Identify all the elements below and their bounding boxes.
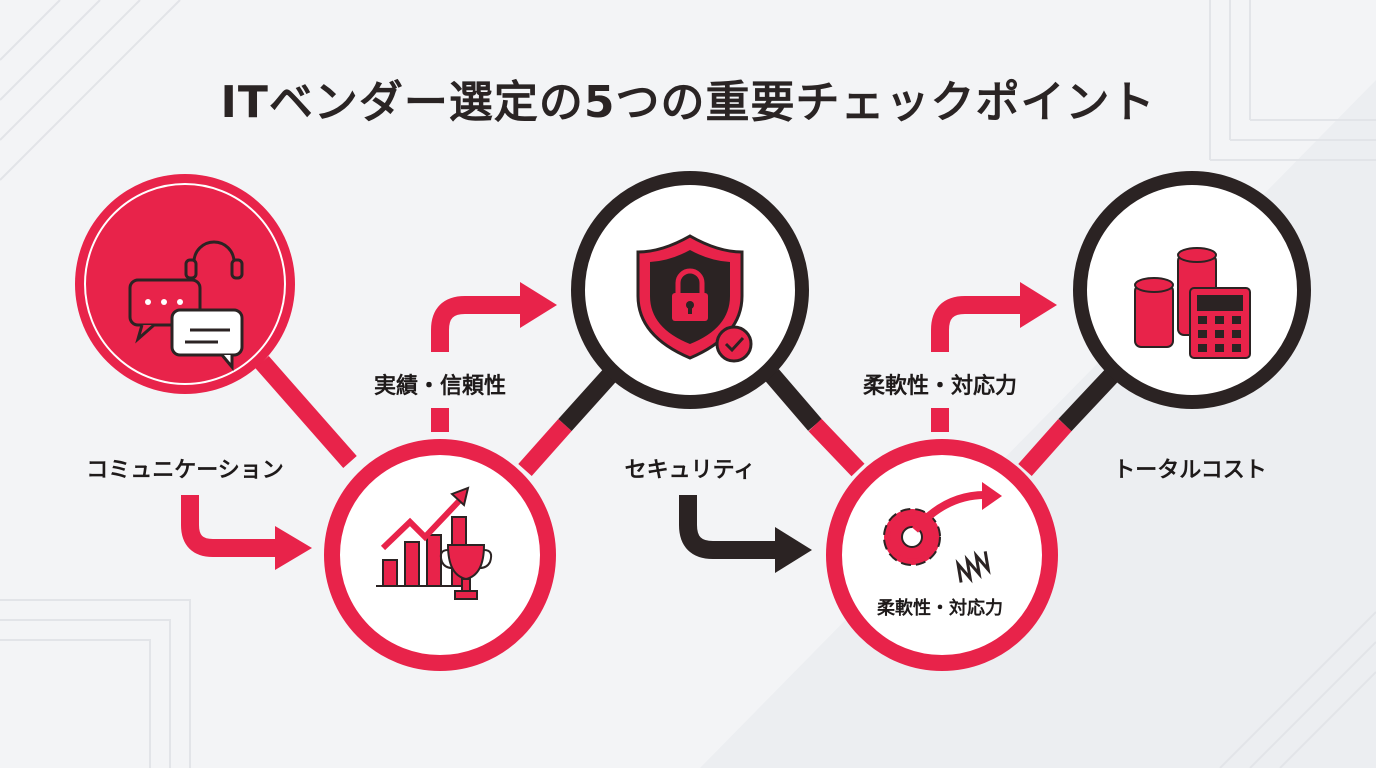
page-title: ITベンダー選定の5つの重要チェックポイント	[220, 77, 1156, 128]
growth-chart-trophy-icon	[376, 486, 493, 600]
step-label-track-record: 実績・信頼性	[373, 374, 507, 399]
step-circle-total-cost	[1073, 171, 1311, 409]
shield-lock-icon	[636, 234, 753, 363]
arrow-1-to-2	[181, 495, 312, 570]
step-circle-security	[571, 171, 809, 409]
connector-lines	[255, 356, 1119, 477]
step-label-security: セキュリティ	[624, 458, 756, 483]
step-inner-label-flexibility: 柔軟性・対応力	[877, 598, 1003, 619]
gear-spring-arrow-icon	[883, 482, 1002, 584]
step-label-flexibility: 柔軟性・対応力	[862, 374, 1018, 399]
arrow-4-to-5	[931, 282, 1057, 432]
step-circle-flexibility	[826, 439, 1058, 671]
step-circle-track-record	[324, 439, 556, 671]
step-label-communication: コミュニケーション	[86, 458, 284, 483]
coins-calculator-icon	[1134, 247, 1251, 359]
step-circle-communication	[75, 174, 295, 394]
arrow-2-to-3	[431, 282, 557, 432]
step-label-total-cost: トータルコスト	[1113, 458, 1267, 483]
chat-headset-icon	[128, 240, 244, 372]
arrow-3-to-4	[679, 495, 812, 573]
